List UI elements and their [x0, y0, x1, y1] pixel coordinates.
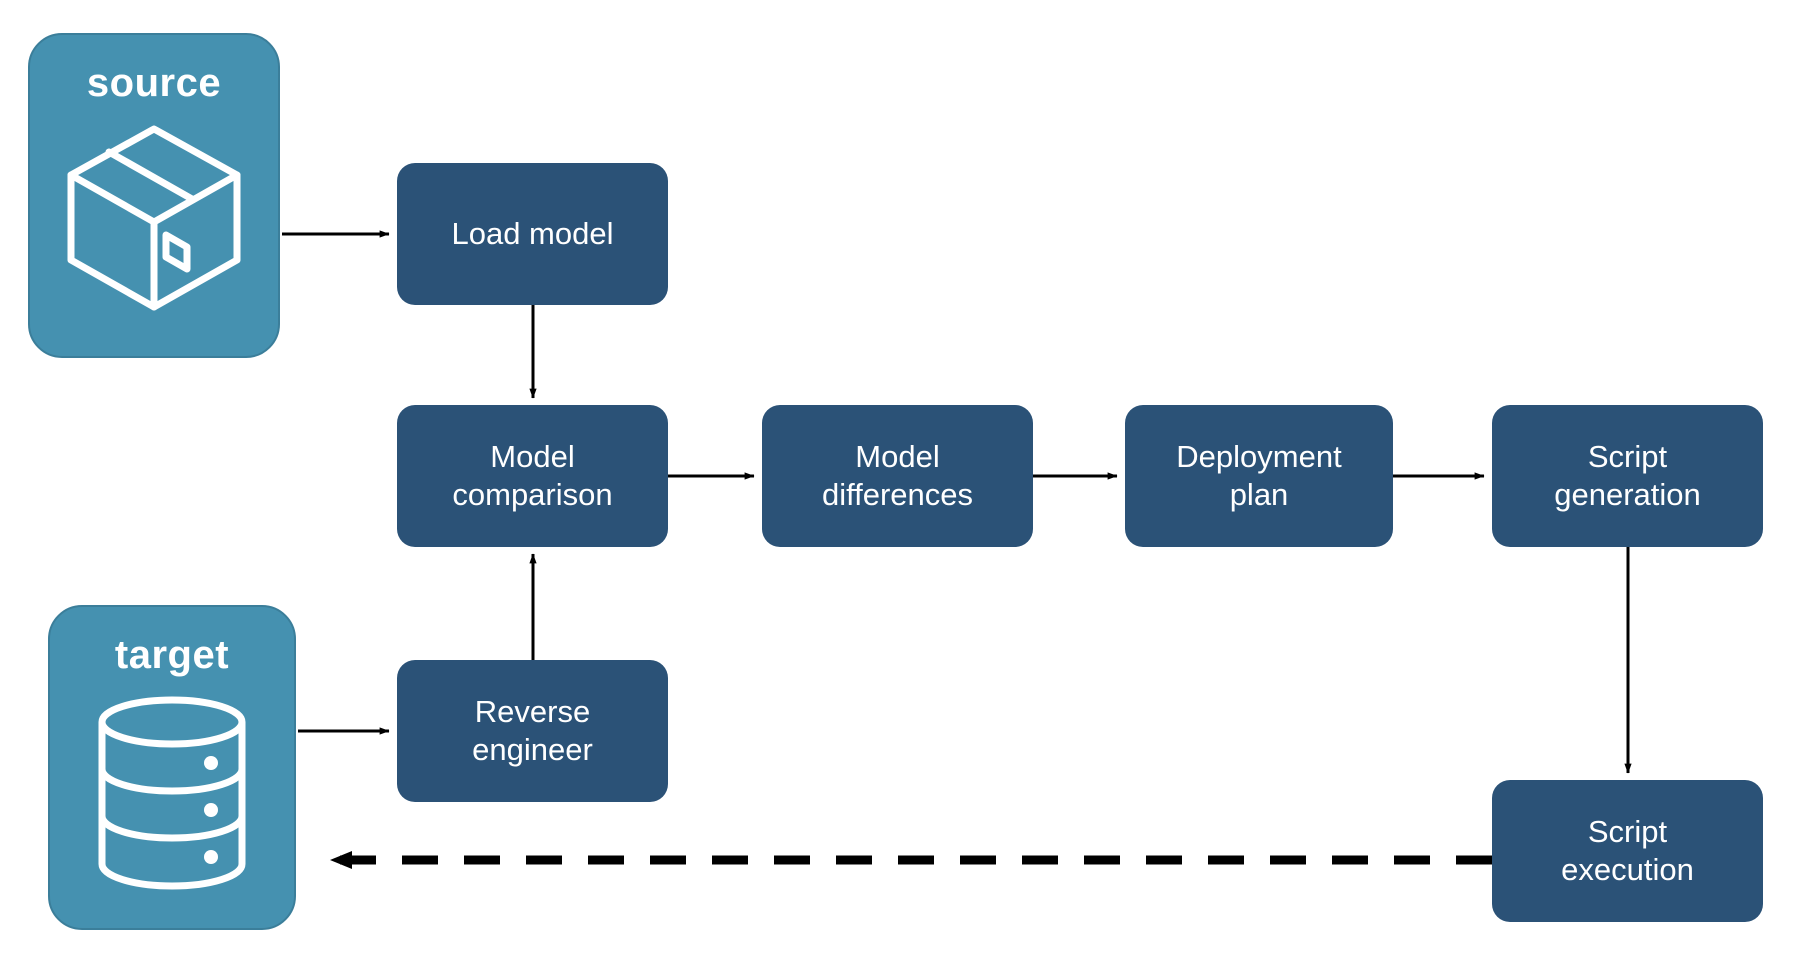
endpoint-target-label: target [114, 633, 230, 677]
process-node-script-execution[interactable]: Script execution [1492, 780, 1763, 922]
process-node-deployment-plan-label: Deployment plan [1176, 439, 1342, 512]
process-node-model-comparison-label: Model comparison [452, 439, 613, 512]
endpoint-source[interactable]: source [28, 33, 280, 358]
process-node-deployment-plan[interactable]: Deployment plan [1125, 405, 1393, 547]
package-box-icon [59, 117, 249, 322]
process-node-script-execution-label: Script execution [1561, 814, 1694, 887]
process-node-reverse-engineer[interactable]: Reverse engineer [397, 660, 668, 802]
process-node-model-comparison[interactable]: Model comparison [397, 405, 668, 547]
process-node-model-differences[interactable]: Model differences [762, 405, 1033, 547]
endpoint-source-label: source [86, 61, 222, 105]
process-node-load-model-label: Load model [451, 216, 614, 252]
process-node-reverse-engineer-label: Reverse engineer [472, 694, 593, 767]
process-node-script-generation-label: Script generation [1554, 439, 1701, 512]
endpoint-target[interactable]: target [48, 605, 296, 930]
process-node-model-differences-label: Model differences [821, 439, 974, 512]
process-node-load-model[interactable]: Load model [397, 163, 668, 305]
database-cylinder-icon [89, 695, 255, 896]
process-node-script-generation[interactable]: Script generation [1492, 405, 1763, 547]
